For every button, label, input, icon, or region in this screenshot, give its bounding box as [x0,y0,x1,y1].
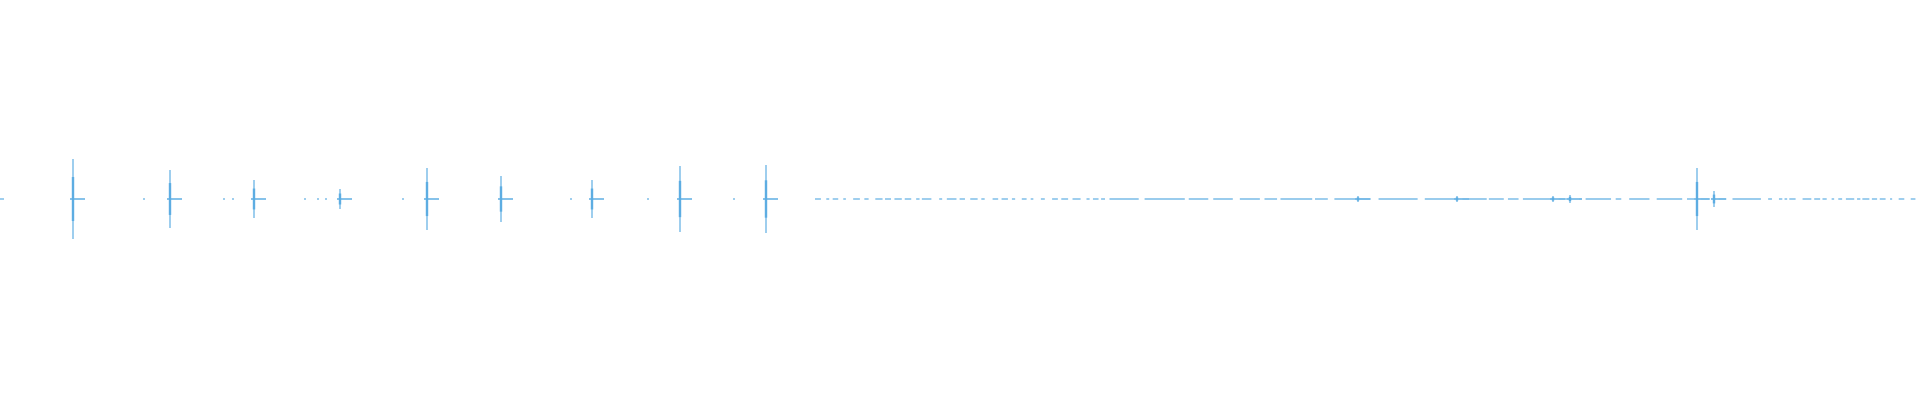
audio-waveform[interactable] [0,0,1920,400]
